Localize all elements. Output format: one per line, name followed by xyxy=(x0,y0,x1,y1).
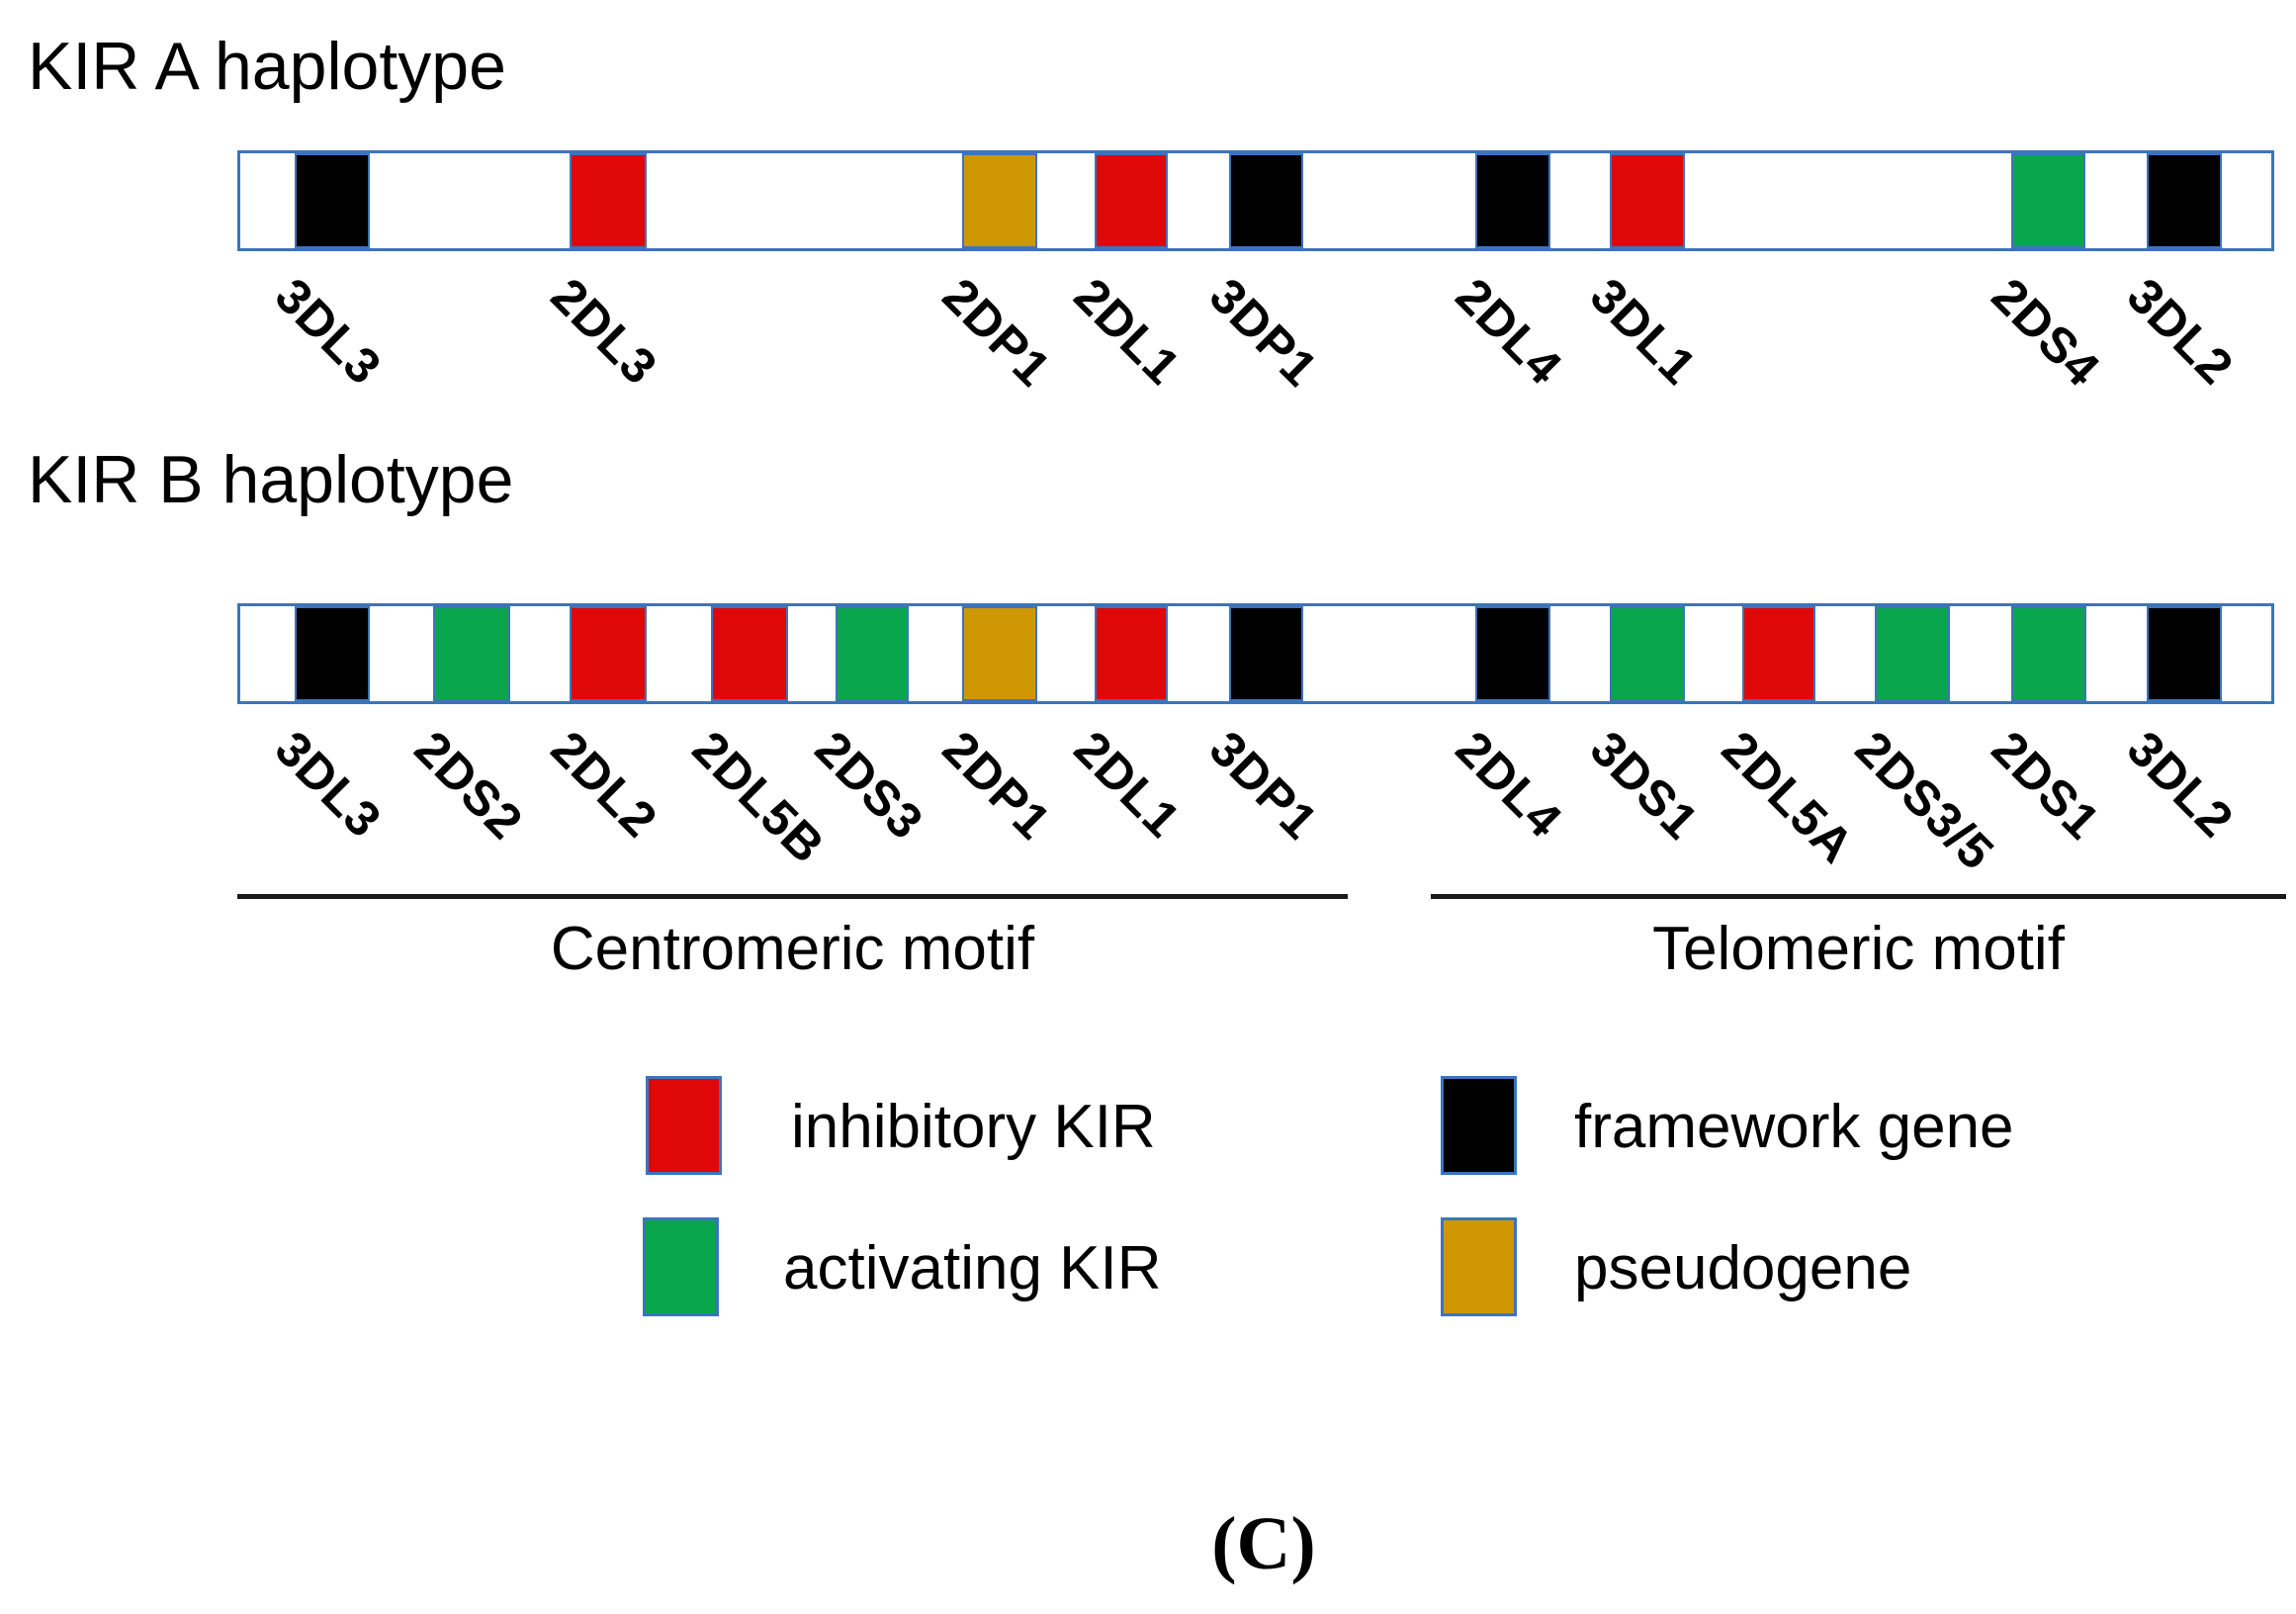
telomeric-motif-underline xyxy=(1431,894,2286,899)
gene-box-2dl2 xyxy=(570,606,647,701)
legend-swatch-pseudogene xyxy=(1441,1217,1517,1316)
gene-label-3ds1: 3DS1 xyxy=(1579,720,1710,851)
gene-box-2ds3-5 xyxy=(1875,606,1950,701)
gene-label-2dl3: 2DL3 xyxy=(540,267,668,396)
gene-box-2dl5b xyxy=(711,606,788,701)
gene-box-2ds4 xyxy=(2011,153,2085,248)
gene-box-2dl3 xyxy=(570,153,647,248)
legend-label-pseudogene: pseudogene xyxy=(1574,1234,1912,1302)
gene-box-2dp1 xyxy=(962,606,1037,701)
gene-box-2dl5a xyxy=(1742,606,1815,701)
gene-box-2dl1 xyxy=(1095,606,1168,701)
gene-box-3dl3 xyxy=(295,606,370,701)
gene-label-2dl1: 2DL1 xyxy=(1063,720,1192,849)
gene-label-3dl2: 3DL2 xyxy=(2116,720,2245,849)
gene-label-3dl2: 3DL2 xyxy=(2116,267,2245,396)
gene-box-2ds2 xyxy=(433,606,510,701)
telomeric-motif-label: Telomeric motif xyxy=(1652,915,2065,983)
legend-label-inhibitory-kir: inhibitory KIR xyxy=(791,1093,1156,1161)
gene-label-2dl1: 2DL1 xyxy=(1063,267,1192,396)
panel-label: (C) xyxy=(1211,1502,1316,1585)
centromeric-motif-label: Centromeric motif xyxy=(550,915,1035,983)
legend-swatch-framework xyxy=(1441,1076,1517,1175)
gene-box-2dp1 xyxy=(962,153,1037,248)
gene-box-3dp1 xyxy=(1229,606,1303,701)
haplotype-a-bar xyxy=(237,150,2274,251)
gene-box-2dl1 xyxy=(1095,153,1168,248)
gene-label-2ds4: 2DS4 xyxy=(1981,267,2111,398)
gene-label-2ds3-5: 2DS3/5 xyxy=(1844,720,2005,881)
gene-label-3dp1: 3DP1 xyxy=(1198,720,1329,851)
gene-label-2dl5a: 2DL5A xyxy=(1711,720,1865,874)
gene-box-3dl3 xyxy=(295,153,370,248)
gene-label-3dl3: 3DL3 xyxy=(264,267,393,396)
gene-box-3dp1 xyxy=(1229,153,1303,248)
centromeric-motif-underline xyxy=(237,894,1348,899)
legend-swatch-inhibitory xyxy=(646,1076,722,1175)
gene-box-2dl4 xyxy=(1475,153,1550,248)
gene-label-2ds1: 2DS1 xyxy=(1981,720,2111,851)
gene-box-3dl2 xyxy=(2147,606,2222,701)
gene-label-2dp1: 2DP1 xyxy=(931,267,1062,398)
gene-label-2dl5b: 2DL5B xyxy=(681,720,836,874)
gene-box-2ds1 xyxy=(2011,606,2086,701)
gene-label-3dp1: 3DP1 xyxy=(1198,267,1329,398)
gene-label-2ds2: 2DS2 xyxy=(403,720,534,851)
gene-label-3dl1: 3DL1 xyxy=(1579,267,1708,396)
gene-label-2dp1: 2DP1 xyxy=(931,720,1062,851)
gene-label-2dl4: 2DL4 xyxy=(1445,720,1573,849)
gene-box-3ds1 xyxy=(1610,606,1685,701)
gene-box-2ds3 xyxy=(836,606,909,701)
legend-label-framework-gene: framework gene xyxy=(1574,1093,2014,1161)
gene-label-3dl3: 3DL3 xyxy=(264,720,393,849)
haplotype-a-title: KIR A haplotype xyxy=(28,29,506,104)
gene-box-3dl1 xyxy=(1610,153,1685,248)
haplotype-b-title: KIR B haplotype xyxy=(28,442,514,517)
gene-box-3dl2 xyxy=(2147,153,2222,248)
haplotype-b-bar xyxy=(237,603,2274,704)
gene-label-2dl4: 2DL4 xyxy=(1445,267,1573,396)
legend-swatch-activating xyxy=(643,1217,719,1316)
legend-label-activating-kir: activating KIR xyxy=(783,1234,1162,1302)
gene-box-2dl4 xyxy=(1475,606,1550,701)
gene-label-2dl2: 2DL2 xyxy=(540,720,668,849)
